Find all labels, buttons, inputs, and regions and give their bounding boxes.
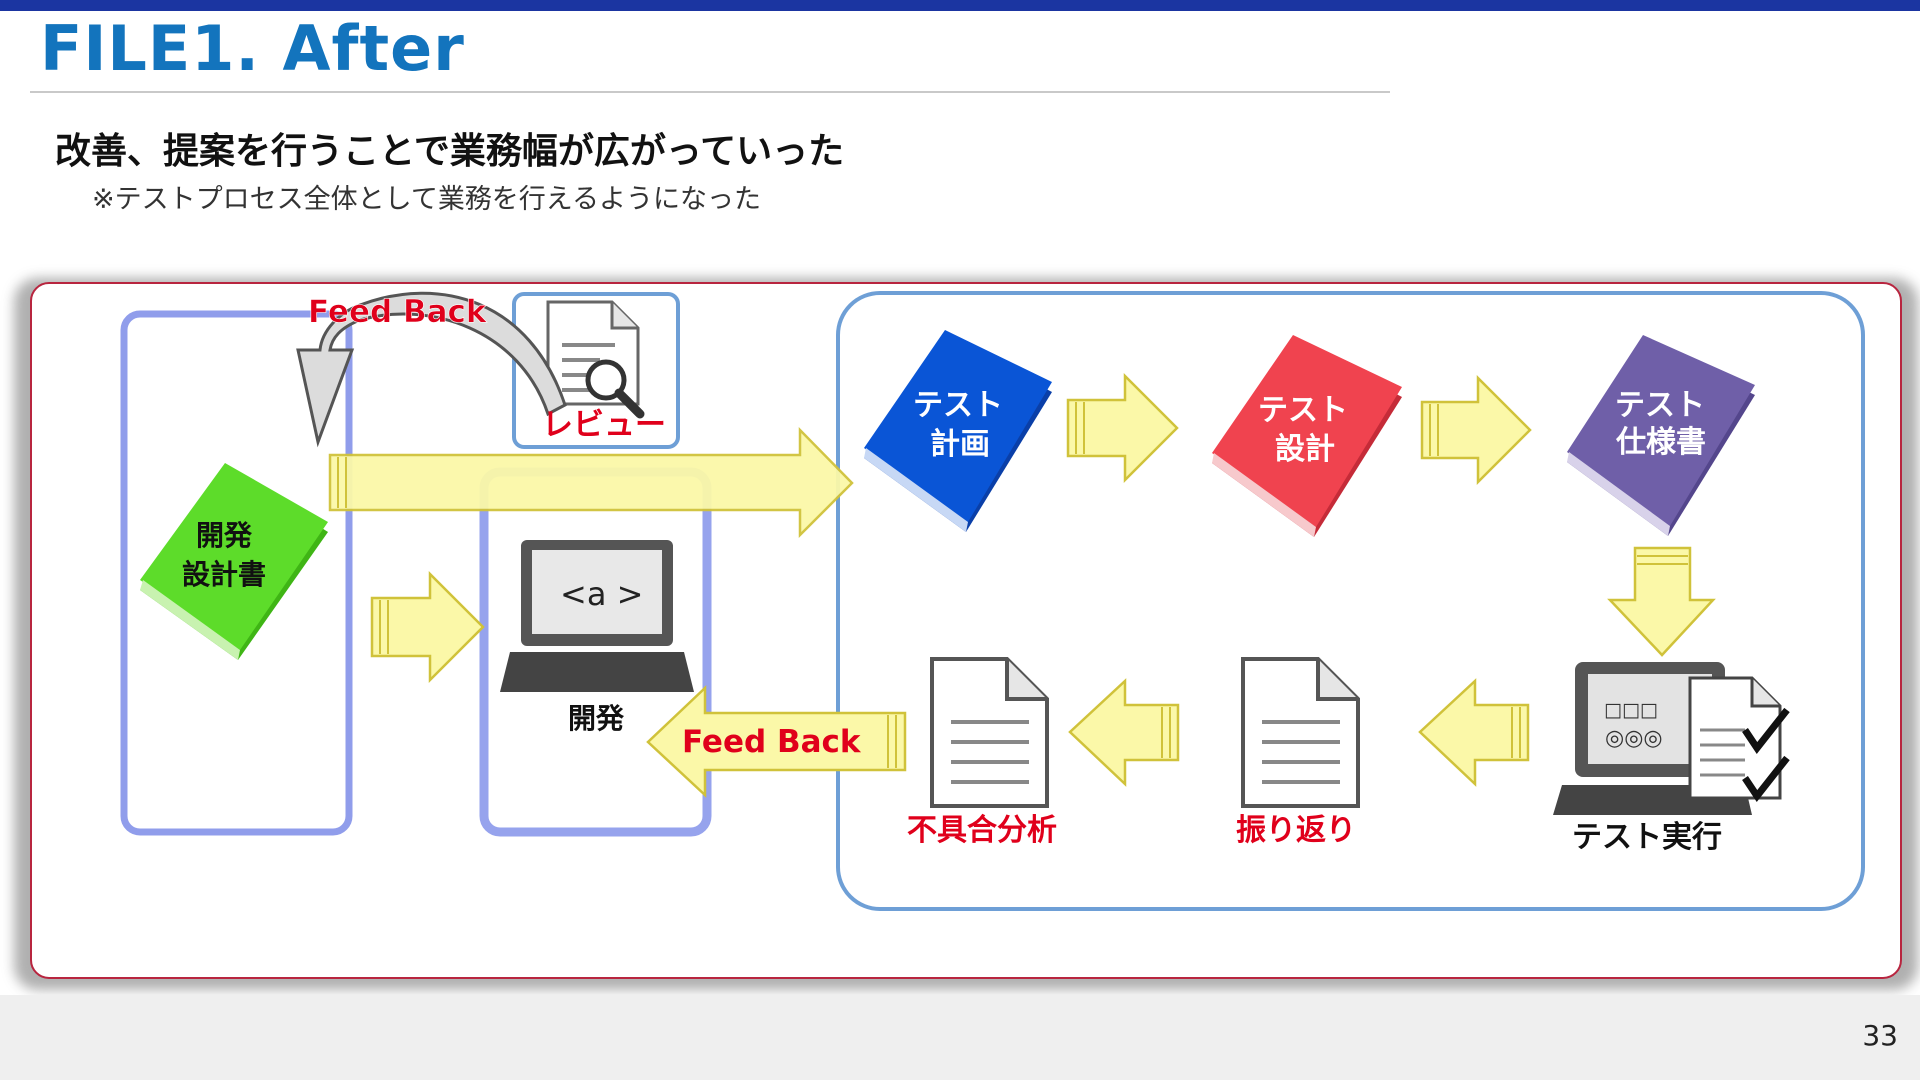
review-label: レビュー (542, 407, 666, 443)
arrow-to-dev (370, 570, 485, 684)
test-plan-book: テスト 計画 (864, 330, 1052, 532)
feedback-curve-arrow (296, 291, 567, 448)
slide-subtitle: 改善、提案を行うことで業務幅が広がっていった (55, 131, 845, 172)
code-tag: <a > (560, 575, 643, 613)
test-exec-label: テスト実行 (1572, 820, 1722, 855)
dev-label: 開発 (568, 702, 625, 735)
test-spec-label-1: テスト (1615, 388, 1705, 423)
test-plan-label-1: テスト (913, 388, 1003, 423)
design-doc-frame (120, 310, 353, 836)
slide-note: ※テストプロセス全体として業務を行えるようになった (92, 184, 762, 215)
arrow-design-to-spec (1420, 374, 1532, 486)
dev-design-label-1: 開発 (196, 519, 253, 552)
feedback-top-label: Feed Back (308, 294, 488, 330)
screen-boxes: □□□ (1604, 699, 1658, 721)
defect-analysis-document-icon (930, 657, 1049, 808)
title-divider (30, 91, 1390, 93)
page-title: FILE1. After (40, 12, 465, 85)
test-exec-icon: □□□ ◎◎◎ (1553, 662, 1782, 815)
test-plan-label-2: 計画 (930, 427, 990, 462)
test-spec-book: テスト 仕様書 (1567, 335, 1755, 536)
laptop-icon (500, 540, 694, 692)
dev-design-label-2: 設計書 (182, 558, 266, 591)
top-accent-bar (0, 0, 1920, 11)
feedback-bottom-label: Feed Back (682, 724, 862, 760)
page-number: 33 (1862, 1019, 1898, 1052)
arrow-plan-to-design (1066, 372, 1179, 484)
magnifier-icon (585, 359, 645, 419)
feedback-bottom-arrow (646, 685, 907, 798)
checkmark-icon (1742, 707, 1790, 802)
arrow-retro-to-defect (1068, 678, 1180, 787)
long-arrow-to-test (328, 426, 854, 539)
test-spec-label-2: 仕様書 (1615, 425, 1706, 460)
test-design-label-1: テスト (1258, 393, 1348, 428)
defect-analysis-label: 不具合分析 (907, 813, 1057, 848)
test-design-book: テスト 設計 (1212, 335, 1402, 537)
arrow-spec-to-exec (1607, 546, 1716, 657)
retrospective-document-icon (1241, 657, 1360, 808)
retrospective-label: 振り返り (1236, 813, 1356, 848)
arrow-exec-to-retro (1418, 678, 1530, 787)
screen-circles: ◎◎◎ (1605, 726, 1663, 751)
dev-design-book: 開発 設計書 (140, 463, 328, 660)
slide-footer (0, 995, 1920, 1080)
test-design-label-2: 設計 (1275, 432, 1335, 467)
test-process-frame (836, 291, 1865, 911)
